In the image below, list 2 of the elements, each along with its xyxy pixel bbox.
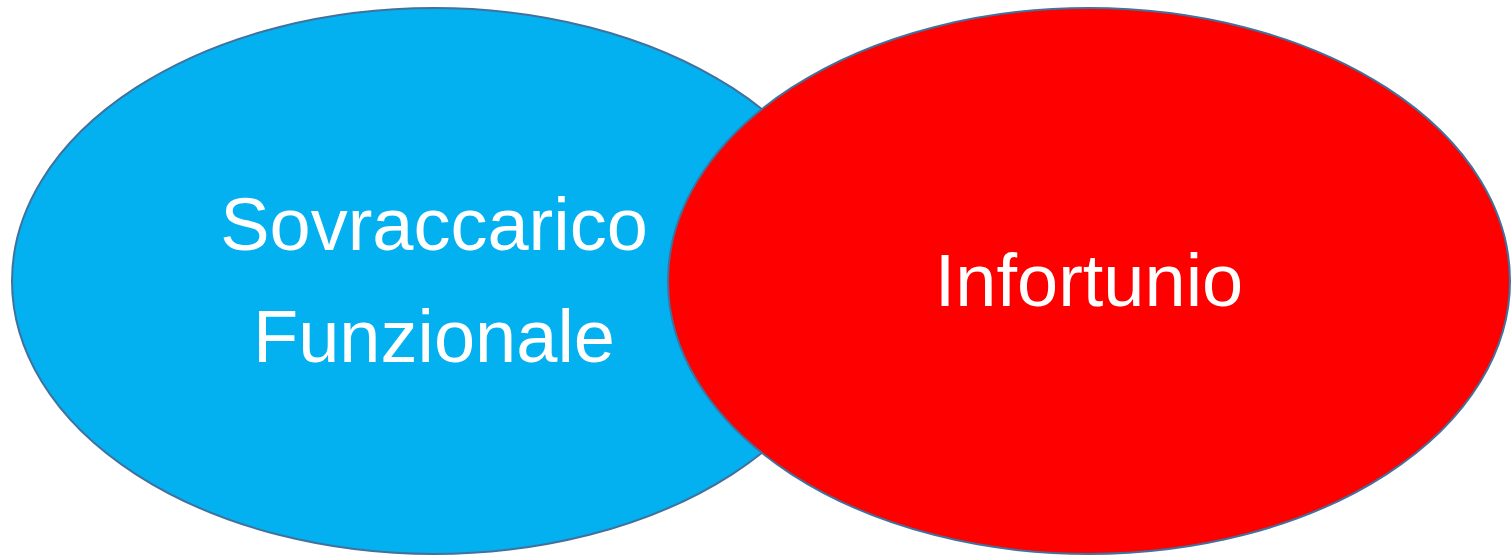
node-label: Infortunio xyxy=(934,238,1244,324)
node-label: Sovraccarico Funzionale xyxy=(219,182,649,380)
